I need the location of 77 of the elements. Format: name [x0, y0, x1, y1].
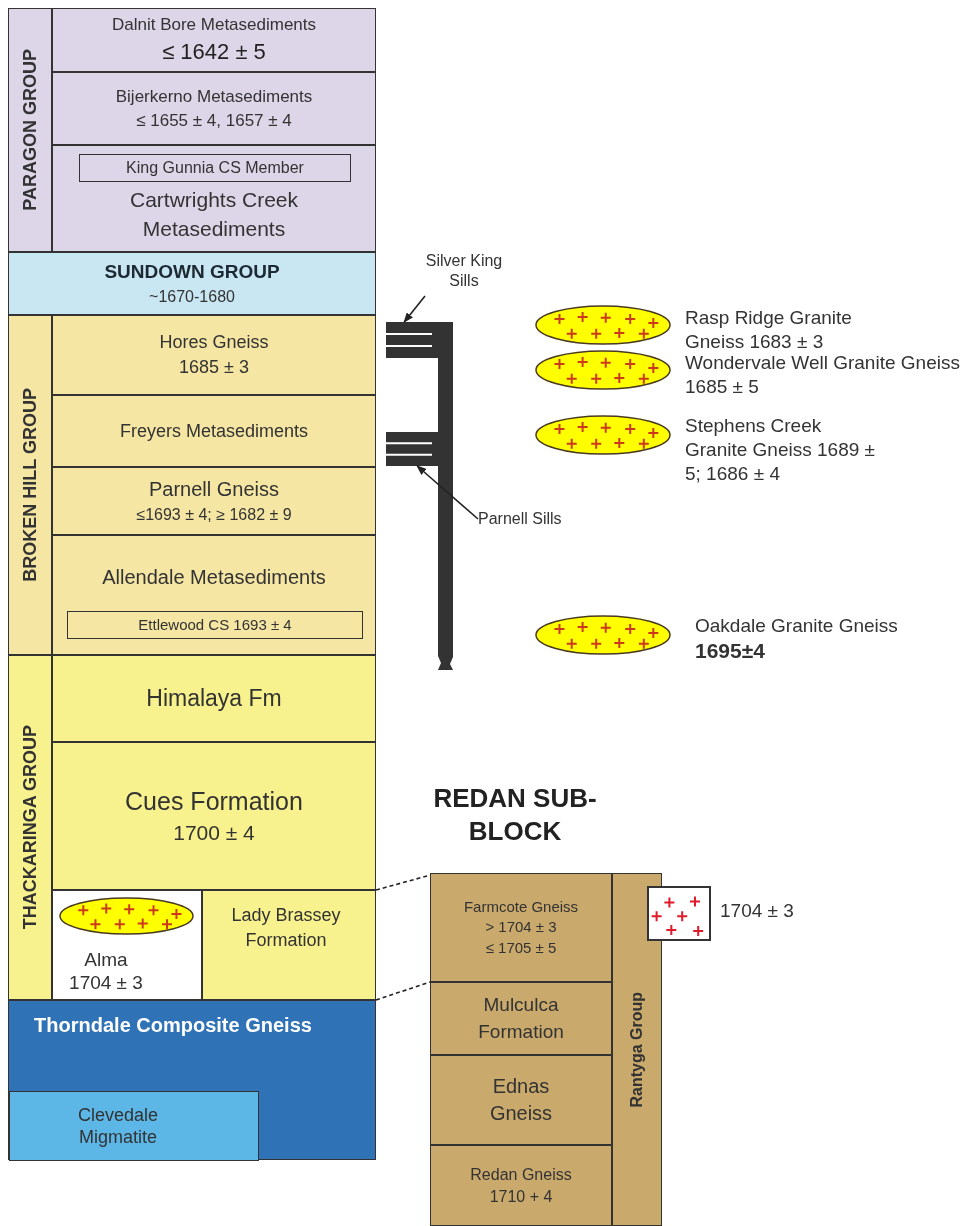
- unit-name: Thorndale Composite Gneiss: [33, 1013, 313, 1038]
- age-label: ≤ 1655 ± 4, 1657 ± 4: [136, 109, 292, 132]
- unit-name: Allendale Metasediments: [102, 565, 326, 590]
- age-label: ≤ 1642 ± 5: [162, 37, 266, 66]
- age-label: ~1670-1680: [149, 286, 235, 307]
- unit-box: [52, 890, 202, 1000]
- unit-name: Himalaya Fm: [146, 683, 282, 713]
- group-band: [8, 655, 52, 1000]
- group-band: [8, 315, 52, 655]
- correlation-line: [375, 981, 431, 1001]
- unit-box: [9, 1091, 259, 1161]
- granite-label: 1704 ± 3: [720, 899, 795, 923]
- age-label: ≤1693 ± 4; ≥ 1682 ± 9: [136, 504, 292, 525]
- age-label: 1695±4: [695, 637, 766, 664]
- granite-ellipse: [535, 415, 671, 455]
- granite-label: Stephens Creek Granite Gneiss 1689 ± 5; 1686 ± 4: [685, 414, 875, 486]
- granite-ellipse: [535, 305, 671, 345]
- unit-box: [67, 611, 363, 639]
- unit-box: [430, 982, 612, 1055]
- unit-name: Cues Formation: [125, 786, 303, 818]
- unit-box: [430, 1055, 612, 1145]
- unit-box: [430, 873, 612, 982]
- unit-box: [79, 154, 351, 182]
- unit-name: Clevedale Migmatite: [76, 1103, 160, 1149]
- granite-ellipse: [59, 897, 194, 935]
- granite-label: Rasp Ridge Granite Gneiss 1683 ± 3: [685, 306, 853, 354]
- unit-name: Lady Brassey Formation: [230, 904, 342, 952]
- granite-ellipse: [535, 615, 671, 655]
- group-band: [8, 8, 52, 252]
- age-label: > 1704 ± 3: [485, 917, 557, 938]
- unit-name: Bijerkerno Metasediments: [115, 86, 313, 109]
- unit-name: Freyers Metasediments: [119, 419, 309, 443]
- unit-box: [202, 890, 376, 1000]
- unit-name: Parnell Sills: [478, 509, 562, 529]
- unit-name: Farmcote Gneiss: [463, 896, 579, 917]
- unit-name: SUNDOWN GROUP: [104, 260, 280, 285]
- age-label: 1685 ± 3: [179, 356, 249, 379]
- unit-box: [8, 1000, 376, 1160]
- unit-box: [52, 8, 376, 72]
- group-label: Rantyga Group: [627, 991, 646, 1108]
- section-heading: REDAN SUB-BLOCK: [432, 782, 598, 847]
- sill-drawing: [386, 322, 438, 358]
- unit-name: Dalnit Bore Metasediments: [111, 14, 317, 37]
- granite-label: Oakdale Granite Gneiss: [695, 614, 899, 638]
- leader-arrow: [416, 465, 479, 520]
- leader-arrow: [403, 295, 426, 323]
- unit-box: [52, 72, 376, 145]
- unit-box: [52, 315, 376, 395]
- unit-name: Redan Gneiss: [470, 1164, 572, 1185]
- unit-box: [52, 145, 376, 252]
- unit-name: King Gunnia CS Member: [125, 158, 305, 178]
- unit-box: [8, 252, 376, 315]
- unit-name: Hores Gneiss: [159, 331, 269, 355]
- unit-name: Mulculca Formation: [477, 993, 565, 1044]
- unit-name: Silver King Sills: [424, 251, 504, 291]
- group-band: [612, 873, 662, 1226]
- group-label: THACKARINGA GROUP: [18, 725, 41, 930]
- unit-name: Parnell Gneiss: [148, 477, 280, 503]
- granite-label: Wondervale Well Granite Gneiss 1685 ± 5: [685, 351, 961, 399]
- granite-ellipse: [535, 350, 671, 390]
- unit-name: Ettlewood CS 1693 ± 4: [137, 614, 293, 635]
- unit-box: [52, 395, 376, 467]
- group-label: PARAGON GROUP: [18, 49, 41, 211]
- unit-name: Alma 1704 ± 3: [68, 947, 144, 995]
- unit-name: Cartwrights Creek Metasediments: [128, 186, 299, 242]
- unit-box: [430, 1145, 612, 1226]
- age-label: 1700 ± 4: [173, 819, 255, 846]
- sill-drawing: [386, 432, 438, 466]
- unit-box: [52, 742, 376, 890]
- age-label: ≤ 1705 ± 5: [485, 937, 557, 958]
- group-label: BROKEN HILL GROUP: [18, 388, 41, 582]
- unit-name: Ednas Gneiss: [488, 1073, 554, 1126]
- unit-box: [52, 535, 376, 655]
- unit-box: [52, 655, 376, 742]
- unit-box: [52, 467, 376, 535]
- age-label: 1710 + 4: [489, 1186, 553, 1207]
- granite-symbol: [647, 886, 711, 941]
